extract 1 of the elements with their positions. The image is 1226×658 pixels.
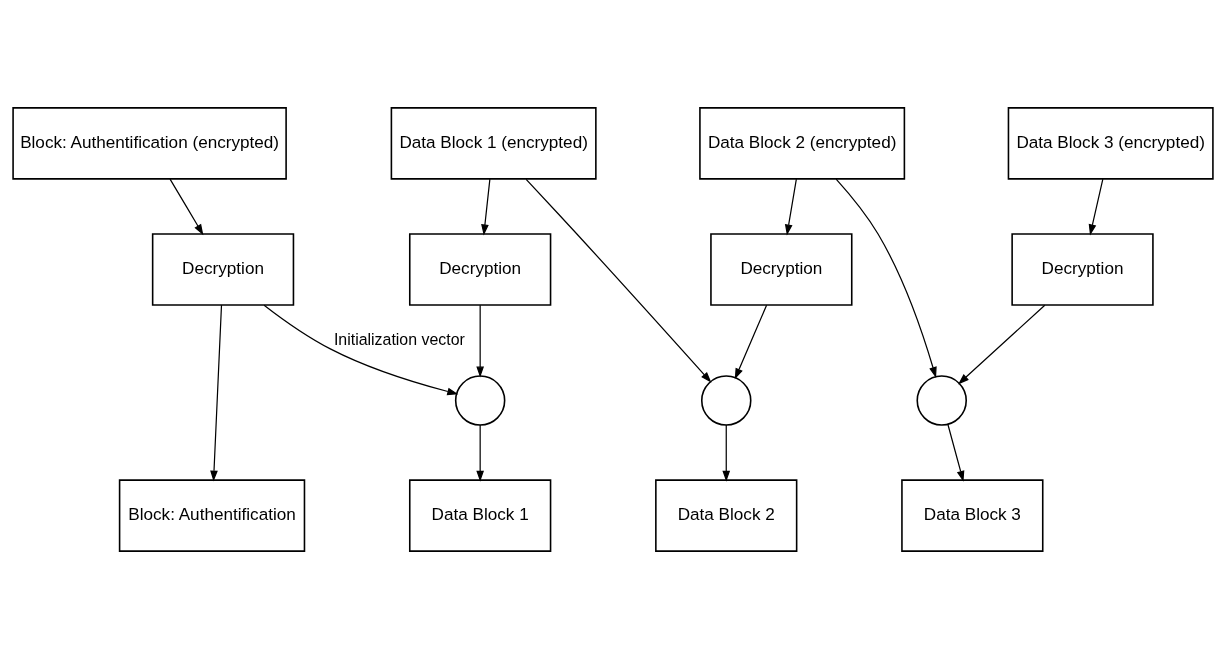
edge-label: Initialization vector (333, 330, 465, 348)
